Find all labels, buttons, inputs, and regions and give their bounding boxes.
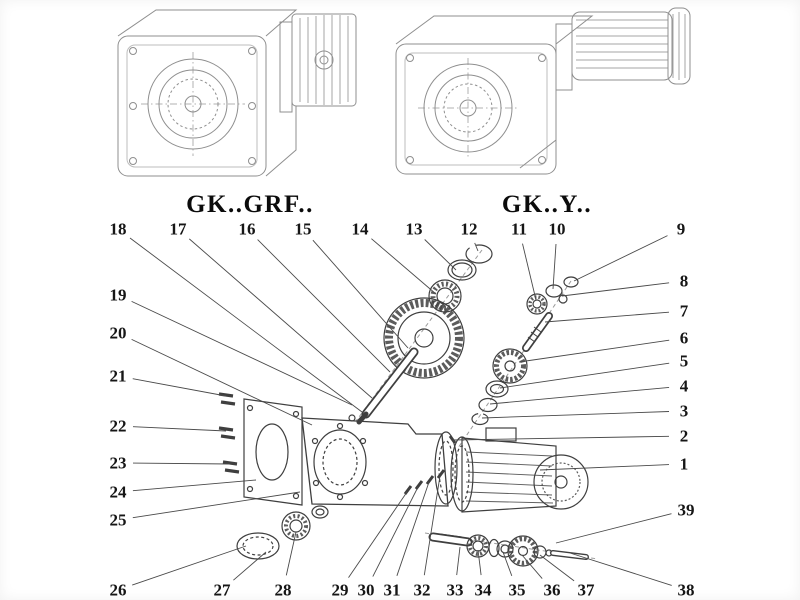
- leader-line-11: [522, 243, 537, 301]
- part-number-18: 18: [109, 219, 127, 239]
- leader-line-29: [348, 491, 408, 578]
- output-shaft-assembly: [428, 532, 589, 567]
- main-gear-set: [356, 244, 493, 425]
- part-number-29: 29: [331, 580, 349, 600]
- leader-line-7: [544, 311, 670, 323]
- part-number-15: 15: [294, 219, 312, 239]
- leader-line-23: [132, 462, 231, 465]
- part-number-24: 24: [109, 482, 127, 502]
- gearbox-drawing-grf: [117, 9, 357, 177]
- part-number-39: 39: [677, 500, 695, 520]
- leader-line-9: [573, 235, 668, 282]
- part-number-36: 36: [543, 580, 561, 600]
- part-number-3: 3: [679, 401, 689, 421]
- leader-line-27: [233, 551, 267, 581]
- leader-line-35: [502, 551, 513, 577]
- part-number-27: 27: [213, 580, 231, 600]
- leader-line-39: [555, 513, 672, 544]
- assembly-axes: [355, 249, 599, 560]
- seal-and-bearing-set: [236, 505, 329, 560]
- leader-line-16: [257, 239, 391, 373]
- motor-mounting-bolts: [403, 469, 446, 495]
- leader-line-3: [481, 411, 670, 419]
- leader-line-22: [132, 426, 227, 432]
- leader-line-5: [499, 362, 670, 389]
- part-number-10: 10: [548, 219, 566, 239]
- part-number-21: 21: [109, 366, 127, 386]
- leader-line-25: [132, 491, 301, 519]
- part-number-13: 13: [405, 219, 423, 239]
- leader-line-24: [132, 479, 257, 492]
- flange-bolts: [218, 392, 240, 474]
- leader-line-28: [285, 531, 297, 576]
- variant-label-gk-grf: GK..GRF..: [186, 191, 314, 218]
- leader-line-8: [561, 282, 670, 297]
- leader-line-2: [452, 435, 670, 441]
- leader-line-20: [131, 338, 313, 426]
- leader-line-37: [539, 554, 575, 582]
- leader-line-18: [129, 237, 363, 413]
- leader-line-26: [132, 545, 247, 586]
- part-number-4: 4: [679, 376, 689, 396]
- part-number-25: 25: [109, 510, 127, 530]
- part-number-17: 17: [169, 219, 187, 239]
- leader-line-34: [477, 549, 482, 576]
- part-number-7: 7: [679, 301, 689, 321]
- leader-line-14: [371, 238, 437, 295]
- part-number-32: 32: [413, 580, 431, 600]
- leader-line-33: [456, 546, 461, 576]
- part-number-5: 5: [679, 351, 689, 371]
- leader-line-17: [189, 238, 373, 399]
- part-number-6: 6: [679, 328, 689, 348]
- leader-line-19: [131, 300, 353, 406]
- part-number-26: 26: [109, 580, 127, 600]
- part-number-16: 16: [238, 219, 256, 239]
- leader-line-30: [372, 486, 419, 577]
- leader-line-6: [518, 339, 670, 363]
- part-number-8: 8: [679, 271, 689, 291]
- part-number-28: 28: [274, 580, 292, 600]
- gear-housing: [301, 414, 458, 507]
- variant-label-gk-y: GK..Y..: [501, 191, 593, 218]
- leader-line-13: [424, 239, 457, 271]
- part-number-11: 11: [510, 219, 528, 239]
- gearbox-drawing-y: [395, 7, 691, 175]
- exploded-view: [218, 244, 599, 567]
- leader-line-4: [489, 386, 670, 405]
- part-number-37: 37: [577, 580, 595, 600]
- leader-lines: [129, 235, 672, 586]
- leader-line-10: [552, 243, 557, 290]
- part-number-9: 9: [676, 219, 686, 239]
- part-number-1: 1: [679, 454, 689, 474]
- leader-line-12: [474, 242, 479, 252]
- part-number-34: 34: [474, 580, 492, 600]
- part-number-35: 35: [508, 580, 526, 600]
- part-number-2: 2: [679, 426, 689, 446]
- part-number-14: 14: [351, 219, 369, 239]
- part-number-33: 33: [446, 580, 464, 600]
- leader-line-1: [539, 464, 670, 471]
- part-number-20: 20: [109, 323, 127, 343]
- leader-line-38: [569, 552, 672, 586]
- part-number-19: 19: [109, 285, 127, 305]
- part-number-23: 23: [109, 453, 127, 473]
- part-number-22: 22: [109, 416, 127, 436]
- part-number-38: 38: [677, 580, 695, 600]
- electric-motor: [448, 427, 589, 513]
- leader-line-36: [521, 554, 543, 579]
- part-number-12: 12: [460, 219, 478, 239]
- leader-line-32: [423, 475, 441, 576]
- leader-line-31: [396, 481, 430, 576]
- leader-line-15: [312, 239, 409, 349]
- part-number-30: 30: [357, 580, 375, 600]
- part-number-31: 31: [383, 580, 401, 600]
- leader-line-21: [132, 378, 227, 397]
- flange-plate: [243, 398, 303, 506]
- input-pinion-set: [471, 276, 579, 426]
